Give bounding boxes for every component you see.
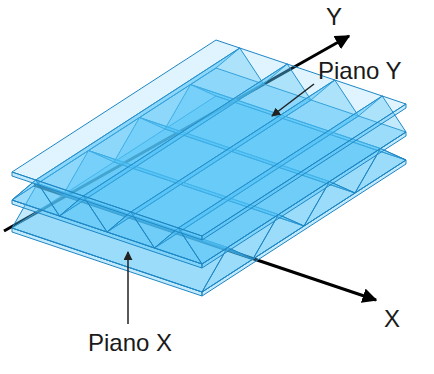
leader-line (127, 252, 129, 324)
axis-label: Y (326, 4, 342, 30)
part-label: Piano X (88, 330, 172, 356)
leader-line (272, 84, 314, 116)
part-label: Piano Y (318, 58, 402, 84)
structure (12, 40, 406, 296)
axis-label: X (384, 306, 400, 332)
